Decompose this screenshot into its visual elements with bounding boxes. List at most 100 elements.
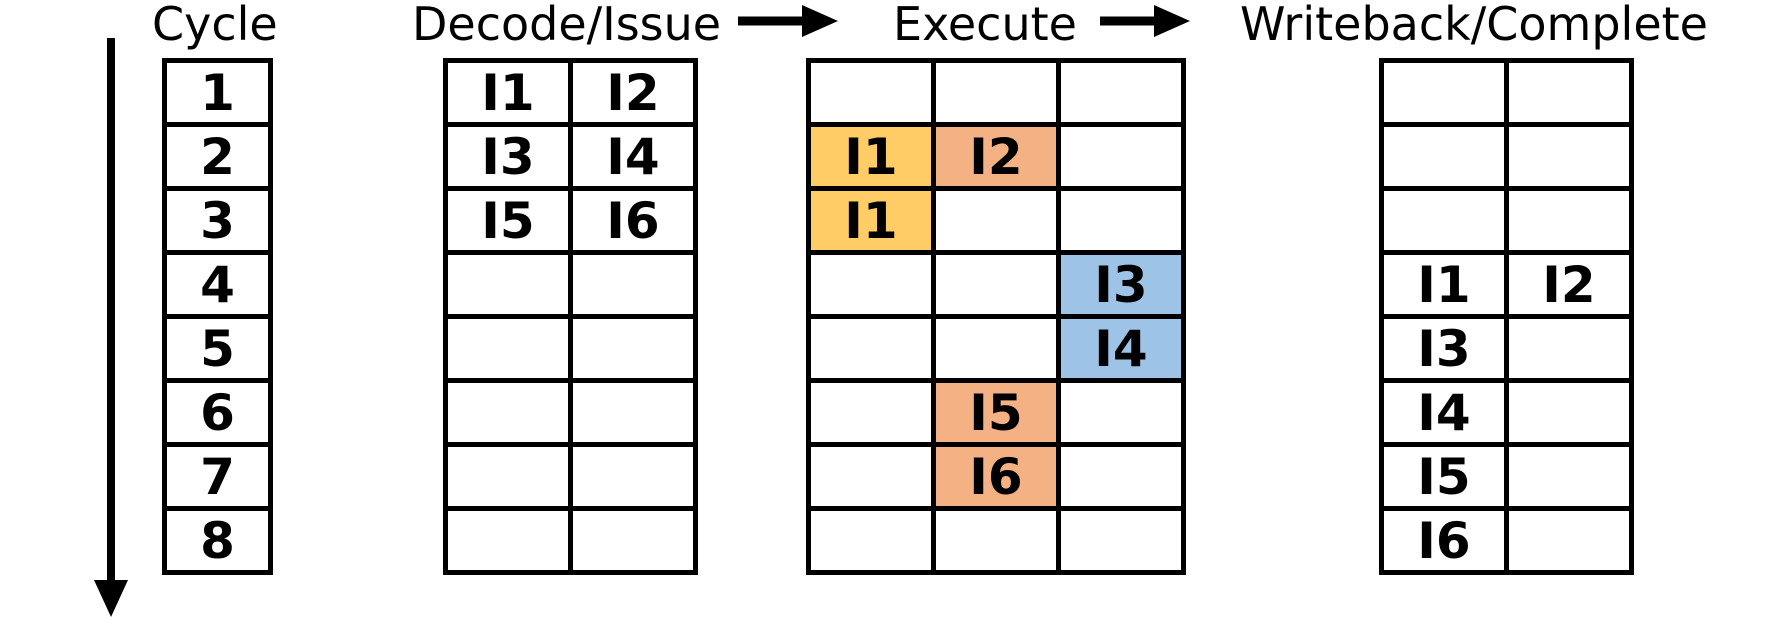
decode-issue-row-4 xyxy=(443,250,698,319)
writeback-cell: I5 xyxy=(1379,442,1509,511)
execute-cell xyxy=(931,58,1061,127)
cycle-header: Cycle xyxy=(152,0,278,51)
decode-issue-cell: I5 xyxy=(443,186,573,255)
time-down-arrow xyxy=(94,38,128,617)
writeback-row-3 xyxy=(1379,186,1634,255)
execute-row-8 xyxy=(806,506,1186,575)
cycle-row-8: 8 xyxy=(162,506,273,575)
cycle-number: 2 xyxy=(162,122,273,191)
writeback-row-2 xyxy=(1379,122,1634,191)
decode-issue-cell: I2 xyxy=(568,58,698,127)
decode-issue-row-7 xyxy=(443,442,698,511)
execute-cell xyxy=(806,442,936,511)
cycle-row-2: 2 xyxy=(162,122,273,191)
writeback-row-8: I6 xyxy=(1379,506,1634,575)
writeback-cell xyxy=(1504,506,1634,575)
decode-issue-cell xyxy=(568,506,698,575)
execute-cell xyxy=(1056,58,1186,127)
decode-issue-cell xyxy=(568,314,698,383)
execute-cell xyxy=(931,250,1061,319)
execute-row-7: I6 xyxy=(806,442,1186,511)
execute-cell xyxy=(1056,506,1186,575)
cycle-row-4: 4 xyxy=(162,250,273,319)
execute-cell xyxy=(806,250,936,319)
cycle-number: 1 xyxy=(162,58,273,127)
execute-cell xyxy=(931,186,1061,255)
writeback-cell xyxy=(1379,122,1509,191)
execute-cell: I2 xyxy=(931,122,1061,191)
execute-cell xyxy=(1056,122,1186,191)
execute-row-1 xyxy=(806,58,1186,127)
writeback-row-7: I5 xyxy=(1379,442,1634,511)
cycle-row-7: 7 xyxy=(162,442,273,511)
decode-issue-cell: I6 xyxy=(568,186,698,255)
writeback-cell xyxy=(1379,186,1509,255)
writeback-cell: I6 xyxy=(1379,506,1509,575)
execute-cell: I5 xyxy=(931,378,1061,447)
cycle-number: 8 xyxy=(162,506,273,575)
decode-issue-row-5 xyxy=(443,314,698,383)
execute-row-6: I5 xyxy=(806,378,1186,447)
writeback-cell xyxy=(1504,314,1634,383)
writeback-cell: I4 xyxy=(1379,378,1509,447)
writeback-cell xyxy=(1504,378,1634,447)
writeback-row-1 xyxy=(1379,58,1634,127)
writeback-cell: I3 xyxy=(1379,314,1509,383)
decode-issue-cell: I3 xyxy=(443,122,573,191)
decode-issue-cell xyxy=(568,378,698,447)
cycle-number: 5 xyxy=(162,314,273,383)
writeback-cell xyxy=(1504,122,1634,191)
execute-cell: I3 xyxy=(1056,250,1186,319)
decode-issue-cell xyxy=(443,442,573,511)
writeback-cell xyxy=(1504,58,1634,127)
cycle-row-6: 6 xyxy=(162,378,273,447)
writeback-cell xyxy=(1504,442,1634,511)
execute-cell xyxy=(1056,442,1186,511)
cycle-number: 7 xyxy=(162,442,273,511)
execute-cell xyxy=(1056,378,1186,447)
decode-issue-cell xyxy=(568,250,698,319)
execute-cell: I1 xyxy=(806,186,936,255)
writeback-cell: I1 xyxy=(1379,250,1509,319)
cycle-number: 6 xyxy=(162,378,273,447)
cycle-row-1: 1 xyxy=(162,58,273,127)
writeback-complete-header: Writeback/Complete xyxy=(1240,0,1708,51)
cycle-row-3: 3 xyxy=(162,186,273,255)
execute-cell: I6 xyxy=(931,442,1061,511)
execute-header: Execute xyxy=(893,0,1077,51)
cycle-row-5: 5 xyxy=(162,314,273,383)
decode-issue-cell xyxy=(443,250,573,319)
execute-cell xyxy=(806,314,936,383)
decode-issue-cell: I4 xyxy=(568,122,698,191)
execute-cell xyxy=(806,58,936,127)
execute-cell xyxy=(931,314,1061,383)
execute-row-5: I4 xyxy=(806,314,1186,383)
cycle-number: 4 xyxy=(162,250,273,319)
writeback-cell: I2 xyxy=(1504,250,1634,319)
decode-issue-cell xyxy=(443,314,573,383)
execute-cell: I4 xyxy=(1056,314,1186,383)
execute-cell xyxy=(931,506,1061,575)
decode-issue-cell: I1 xyxy=(443,58,573,127)
execute-cell xyxy=(806,378,936,447)
cycle-number: 3 xyxy=(162,186,273,255)
writeback-row-6: I4 xyxy=(1379,378,1634,447)
execute-row-3: I1 xyxy=(806,186,1186,255)
decode-issue-cell xyxy=(568,442,698,511)
execute-cell: I1 xyxy=(806,122,936,191)
decode-issue-cell xyxy=(443,378,573,447)
writeback-cell xyxy=(1504,186,1634,255)
writeback-row-5: I3 xyxy=(1379,314,1634,383)
decode-issue-header: Decode/Issue xyxy=(412,0,722,51)
decode-issue-row-6 xyxy=(443,378,698,447)
execute-to-writeback-arrow xyxy=(1100,5,1190,37)
